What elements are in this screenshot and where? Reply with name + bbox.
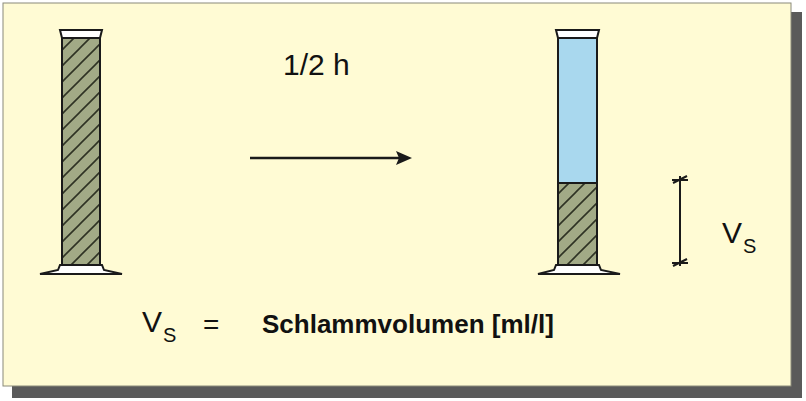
subscript-label: S (743, 236, 756, 256)
background-panel (3, 3, 791, 386)
definition-text: Schlammvolumen [ml/l] (262, 311, 554, 337)
dimension-bracket (672, 176, 688, 266)
subscript-label: S (163, 325, 176, 345)
symbol-label: V (142, 307, 162, 337)
equals-sign: = (203, 311, 219, 339)
duration-label: 1/2 h (283, 50, 350, 80)
time-arrow (250, 151, 412, 165)
symbol-label: V (722, 218, 742, 248)
cylinder-settled (538, 30, 620, 274)
cylinder-full (40, 30, 122, 274)
